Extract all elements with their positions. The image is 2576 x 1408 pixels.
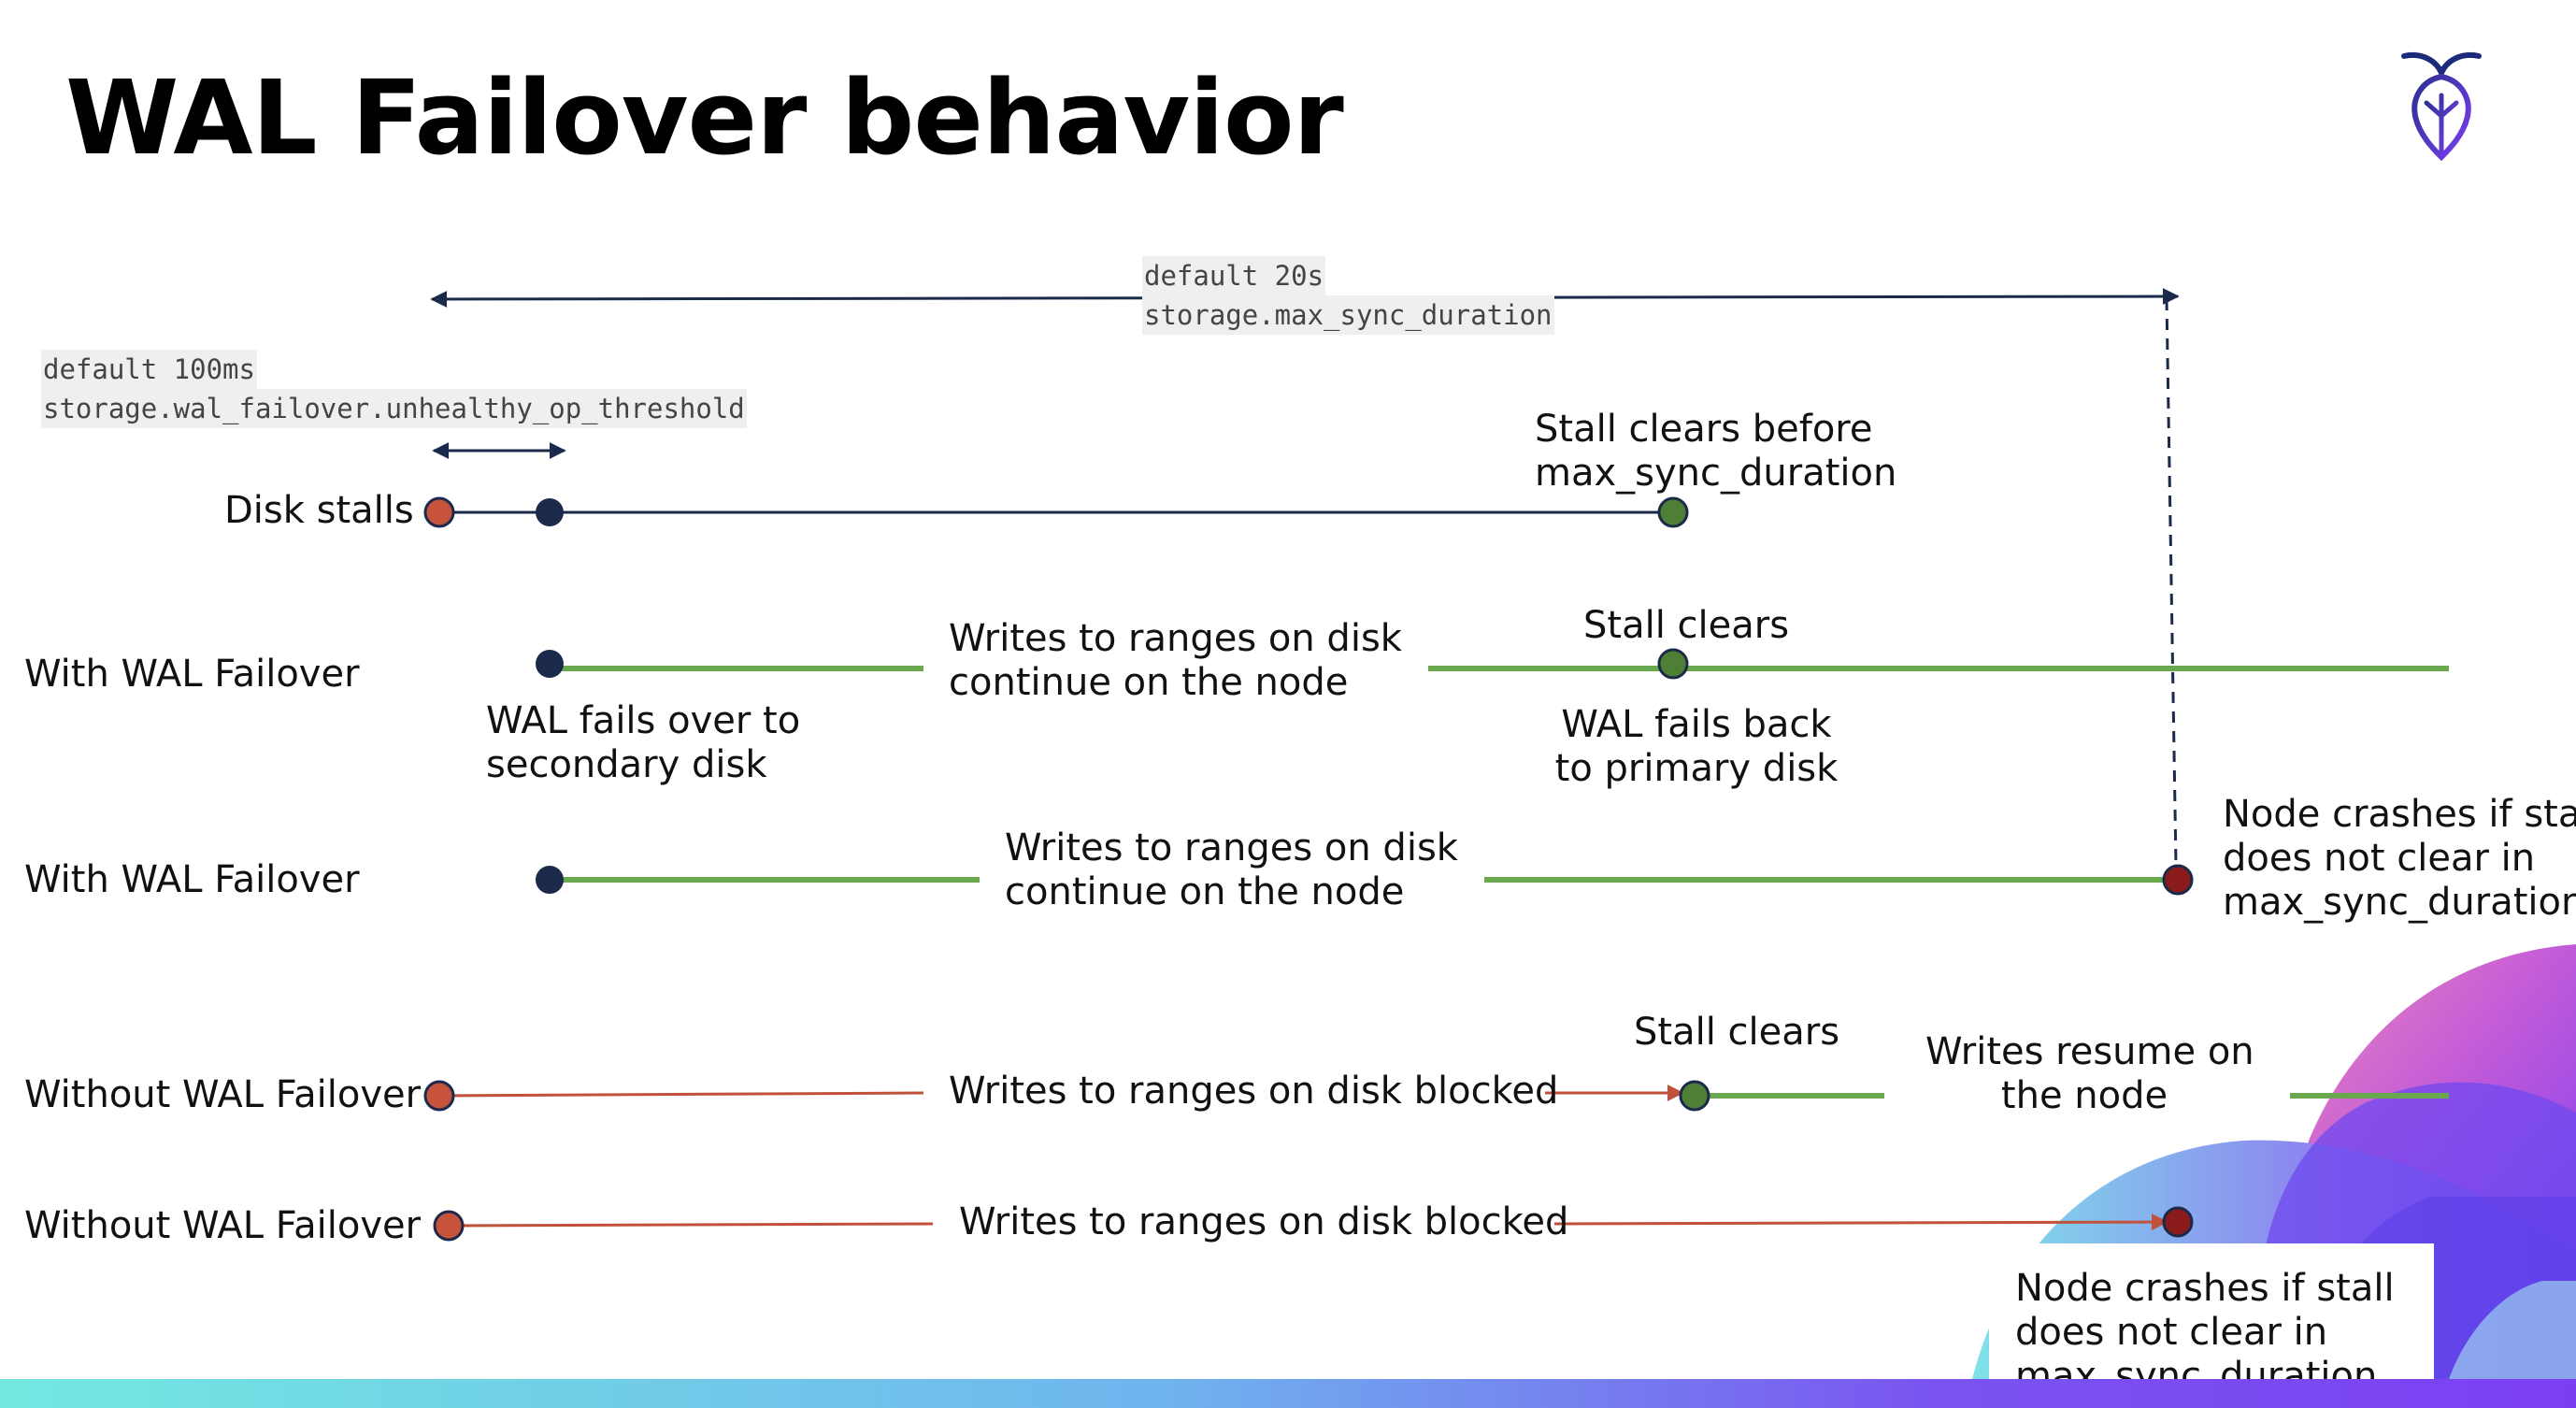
- note-line-1: Stall clears before: [1535, 408, 1873, 451]
- fail-back-marker: [1657, 648, 1689, 680]
- threshold-default-label: default 100ms: [41, 350, 257, 389]
- writes-line-2: continue on the node: [949, 661, 1349, 704]
- fails-back-line-2: to primary disk: [1554, 747, 1839, 790]
- crash-marker: [2162, 864, 2194, 896]
- sync-deadline-dashed-line: [2165, 298, 2178, 866]
- writes-2-line-1: Writes to ranges on disk: [1005, 826, 1458, 869]
- blocked-arrow-2: [1553, 1214, 2168, 1231]
- cockroach-logo-icon: [2401, 52, 2482, 161]
- crash-line-3: max_sync_duration: [2223, 881, 2576, 924]
- stall-start-marker-4: [433, 1210, 465, 1242]
- sync-setting-label: storage.max_sync_duration: [1142, 295, 1554, 335]
- sync-default-label: default 20s: [1142, 256, 1326, 295]
- crash-2-line-1: Node crashes if stall: [2015, 1267, 2395, 1310]
- blocked-note: Writes to ranges on disk blocked: [949, 1070, 1559, 1113]
- row-label-without-failover-2: Without WAL Failover: [24, 1204, 422, 1247]
- resume-line-2: the node: [2000, 1074, 2168, 1117]
- writes-line-1: Writes to ranges on disk: [949, 617, 1402, 660]
- page-title: WAL Failover behavior: [65, 58, 1344, 178]
- blocked-line: [438, 1091, 924, 1098]
- crash-line-2: does not clear in: [2223, 837, 2536, 880]
- crash-line-1: Node crashes if stall: [2223, 793, 2576, 836]
- bottom-gradient-bar: [0, 1379, 2576, 1408]
- failover-marker-2: [536, 866, 564, 894]
- row-label-without-failover: Without WAL Failover: [24, 1073, 422, 1116]
- writes-continue-note: Writes to ranges on disk continue on the…: [949, 617, 1402, 705]
- blocked-line-2: [448, 1222, 934, 1228]
- resume-note: Writes resume on the node: [1925, 1030, 2254, 1118]
- fails-over-line-2: secondary disk: [486, 743, 767, 786]
- row-label-disk-stalls: Disk stalls: [224, 489, 414, 532]
- blocked-note-2: Writes to ranges on disk blocked: [959, 1200, 1569, 1243]
- crash-marker-2: [2162, 1206, 2194, 1238]
- fails-over-line-1: WAL fails over to: [486, 699, 801, 742]
- crash-2-line-2: does not clear in: [2015, 1311, 2328, 1354]
- row-label-with-failover: With WAL Failover: [24, 653, 360, 696]
- resume-line-1: Writes resume on: [1925, 1030, 2254, 1073]
- stall-start-marker-3: [423, 1080, 455, 1112]
- stall-start-marker: [423, 496, 455, 528]
- fails-back-line-1: WAL fails back: [1561, 703, 1832, 746]
- note-line-2: max_sync_duration: [1535, 452, 1897, 495]
- threshold-setting-label: storage.wal_failover.unhealthy_op_thresh…: [41, 389, 747, 428]
- fails-back-note: WAL fails back to primary disk: [1533, 703, 1860, 791]
- crash-note: Node crashes if stall does not clear in …: [2223, 793, 2576, 925]
- threshold-annotation: default 100ms storage.wal_failover.unhea…: [41, 350, 747, 428]
- stall-clears-before-note: Stall clears before max_sync_duration: [1535, 408, 1896, 496]
- stall-clear-marker: [1657, 496, 1689, 528]
- stall-clear-marker-3: [1679, 1080, 1710, 1112]
- writes-continue-note-2: Writes to ranges on disk continue on the…: [1005, 826, 1458, 914]
- sync-duration-annotation: default 20s storage.max_sync_duration: [1142, 256, 1554, 335]
- stall-clears-label-2: Stall clears: [1634, 1011, 1840, 1054]
- writes-2-line-2: continue on the node: [1005, 870, 1405, 913]
- row-label-with-failover-2: With WAL Failover: [24, 858, 360, 901]
- fails-over-note: WAL fails over to secondary disk: [486, 699, 801, 787]
- failover-marker: [536, 650, 564, 678]
- stall-clears-label: Stall clears: [1583, 604, 1790, 647]
- threshold-marker: [536, 498, 564, 526]
